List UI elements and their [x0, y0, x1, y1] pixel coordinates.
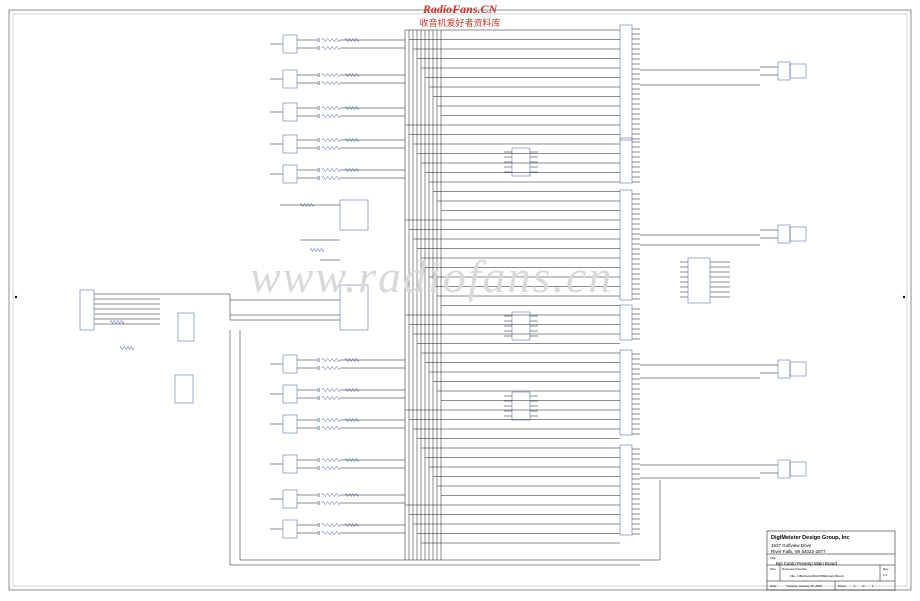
resistor — [321, 531, 341, 535]
resistor — [321, 176, 341, 180]
resistor — [321, 138, 341, 142]
resistor — [344, 522, 360, 528]
ic-chip — [511, 147, 531, 177]
placeholder-box — [174, 374, 194, 404]
title-label: Title — [770, 556, 776, 560]
input-connector — [282, 414, 298, 434]
watermark-subtitle: 收音机爱好者资料库 — [419, 18, 501, 28]
resistor — [321, 501, 341, 505]
address-line-1: 1637 Golfview Drive — [771, 543, 812, 548]
resistor — [321, 458, 341, 462]
resistor — [299, 202, 315, 208]
transistor-array — [339, 284, 369, 331]
resistor — [344, 72, 360, 78]
input-connector — [282, 354, 298, 374]
output-connector — [777, 359, 791, 379]
resistor — [344, 417, 360, 423]
date-label: Date: — [770, 584, 778, 588]
resistor — [321, 114, 341, 118]
connector-body — [789, 361, 807, 377]
address-line-2: River Falls, WI 54022-2577 — [771, 549, 826, 554]
resistor — [344, 492, 360, 498]
input-connector — [282, 489, 298, 509]
connector-body — [789, 226, 807, 242]
document-number-value: File: c:\BelCanto\DAC\PREAmain Board — [790, 574, 844, 578]
connector-strip — [619, 304, 633, 341]
ic-chip — [511, 311, 531, 341]
resistor — [321, 418, 341, 422]
sheet-label: Sheet — [838, 584, 846, 588]
input-connector — [282, 134, 298, 154]
input-connector — [282, 164, 298, 184]
resistor — [321, 168, 341, 172]
resistor — [344, 105, 360, 111]
sheet-inner-border — [12, 13, 908, 587]
sheet-total: 1 — [872, 584, 874, 588]
input-connector — [282, 34, 298, 54]
title-value: Bel Canto Preamp Main Board — [776, 561, 838, 566]
resistor — [321, 73, 341, 77]
input-connector — [282, 102, 298, 122]
resistor — [344, 137, 360, 143]
resistor — [321, 106, 341, 110]
input-connector — [282, 519, 298, 539]
sheet-border — [8, 9, 912, 591]
resistor — [344, 457, 360, 463]
connector-strip — [619, 444, 633, 536]
output-connector — [777, 61, 791, 81]
resistor — [321, 396, 341, 400]
input-connector — [282, 454, 298, 474]
transistor-array — [339, 199, 369, 231]
resistor — [344, 357, 360, 363]
date-value: Tuesday, January 15, 2002 — [786, 584, 823, 588]
resistor — [321, 81, 341, 85]
resistor — [321, 146, 341, 150]
resistor — [109, 319, 125, 325]
center-mark-left — [14, 295, 18, 299]
title-block — [766, 530, 896, 591]
resistor — [344, 37, 360, 43]
resistor — [321, 466, 341, 470]
input-connector — [282, 384, 298, 404]
rev-label: Rev — [883, 567, 889, 571]
sheet-value: 1 — [854, 584, 856, 588]
connector-strip — [619, 349, 633, 436]
sheet-of-label: of — [862, 584, 865, 588]
output-connector — [777, 224, 791, 244]
connector-body — [789, 461, 807, 477]
resistor — [321, 38, 341, 42]
resistor — [344, 167, 360, 173]
resistor — [321, 426, 341, 430]
ic-chip — [511, 391, 531, 421]
resistor — [321, 358, 341, 362]
output-connector — [777, 459, 791, 479]
size-label: Size — [770, 567, 776, 571]
resistor — [321, 388, 341, 392]
input-connector — [282, 69, 298, 89]
resistor — [309, 247, 325, 253]
resistor — [321, 46, 341, 50]
company-name: DigiMeister Design Group, Inc — [771, 535, 850, 541]
connector-strip — [619, 24, 633, 141]
connector-body — [789, 63, 807, 79]
components — [79, 24, 807, 539]
resistor — [321, 523, 341, 527]
resistor — [119, 345, 135, 351]
edge-connector — [79, 289, 95, 331]
watermark-brand: RadioFans.CN — [422, 2, 498, 16]
rev-value: 1.0 — [883, 573, 888, 577]
ic-chip — [177, 312, 195, 342]
connector-strip — [619, 189, 633, 301]
resistor — [321, 493, 341, 497]
resistor — [321, 366, 341, 370]
resistor — [344, 387, 360, 393]
center-mark-right — [902, 295, 906, 299]
connector-strip — [619, 137, 633, 184]
document-number-label: Document Number — [782, 567, 808, 571]
wires — [94, 28, 778, 566]
ic-chip — [687, 257, 711, 304]
